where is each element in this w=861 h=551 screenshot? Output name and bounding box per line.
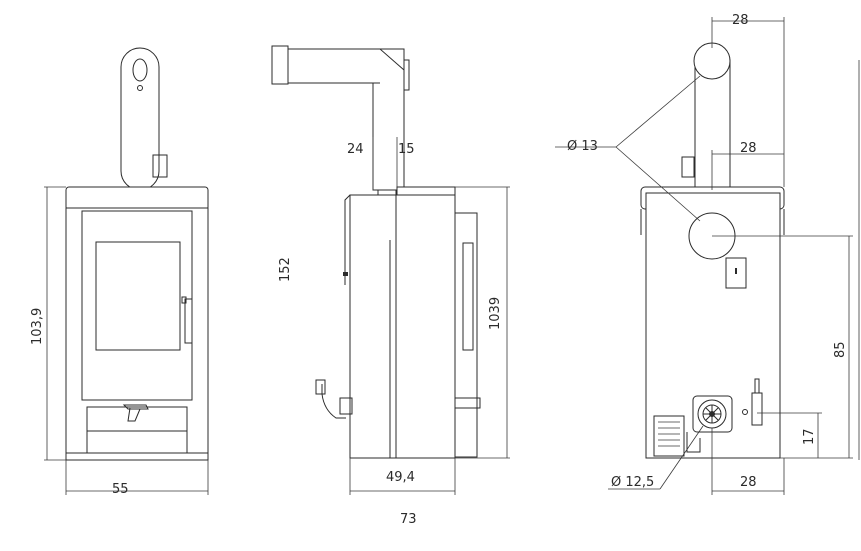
- rear-rating-plate: [725, 257, 747, 289]
- rear-flue-top-circle: [693, 42, 731, 80]
- side-flue-clip: [403, 59, 410, 91]
- side-pipe-offset-left: 24: [347, 142, 364, 157]
- side-air-connector: [339, 397, 353, 415]
- side-pipe-offset-right: 15: [398, 142, 415, 157]
- rear-air-inlet-diameter: Ø 12,5: [611, 475, 654, 490]
- rear-mid-pipe-offset: 28: [740, 141, 757, 156]
- side-power-cord: [321, 384, 346, 419]
- side-total-depth-label: 73: [400, 512, 417, 527]
- side-flue-height-label: 152: [278, 257, 293, 282]
- front-air-lever: [122, 404, 149, 422]
- rear-handle: [681, 156, 695, 178]
- rear-view: 28 28 Ø 13 85 17 Ø 12,5 28: [555, 13, 860, 495]
- rear-flue-pipe: [694, 59, 731, 191]
- front-width-label: 55: [112, 482, 129, 497]
- front-window: [95, 241, 181, 351]
- side-view: 24 15 1039 152 49,4 73: [271, 45, 510, 527]
- front-view: 103,9 55: [30, 47, 209, 497]
- front-height-label: 103,9: [30, 308, 45, 345]
- front-handle: [152, 154, 168, 178]
- side-body: [349, 194, 456, 459]
- front-door-handle: [184, 298, 193, 344]
- rear-label-plate: [653, 415, 685, 457]
- front-top-plate: [65, 186, 209, 211]
- rear-top-pipe-offset: 28: [732, 13, 749, 28]
- side-ash-tray: [455, 397, 481, 409]
- side-flue-elbow: [286, 48, 405, 191]
- side-door-profile: [462, 242, 474, 351]
- rear-flue-diameter: Ø 13: [567, 139, 598, 154]
- front-handle-knob: [181, 296, 187, 304]
- side-depth-label: 49,4: [386, 470, 415, 485]
- side-body-height-label: 1039: [488, 297, 503, 330]
- front-flue-cap-ellipse: [132, 58, 148, 82]
- side-front-panel: [454, 212, 478, 458]
- front-flue-screw: [137, 85, 143, 91]
- rear-bottom-offset: 28: [740, 475, 757, 490]
- rear-flue-center-height: 85: [833, 341, 848, 358]
- rear-air-inlet-height: 17: [802, 428, 817, 445]
- side-flue-end: [271, 45, 289, 85]
- side-knob: [343, 272, 348, 276]
- rear-cable: [686, 432, 701, 453]
- rear-screw: [742, 409, 748, 415]
- side-plug: [315, 379, 326, 395]
- front-body: [65, 207, 209, 461]
